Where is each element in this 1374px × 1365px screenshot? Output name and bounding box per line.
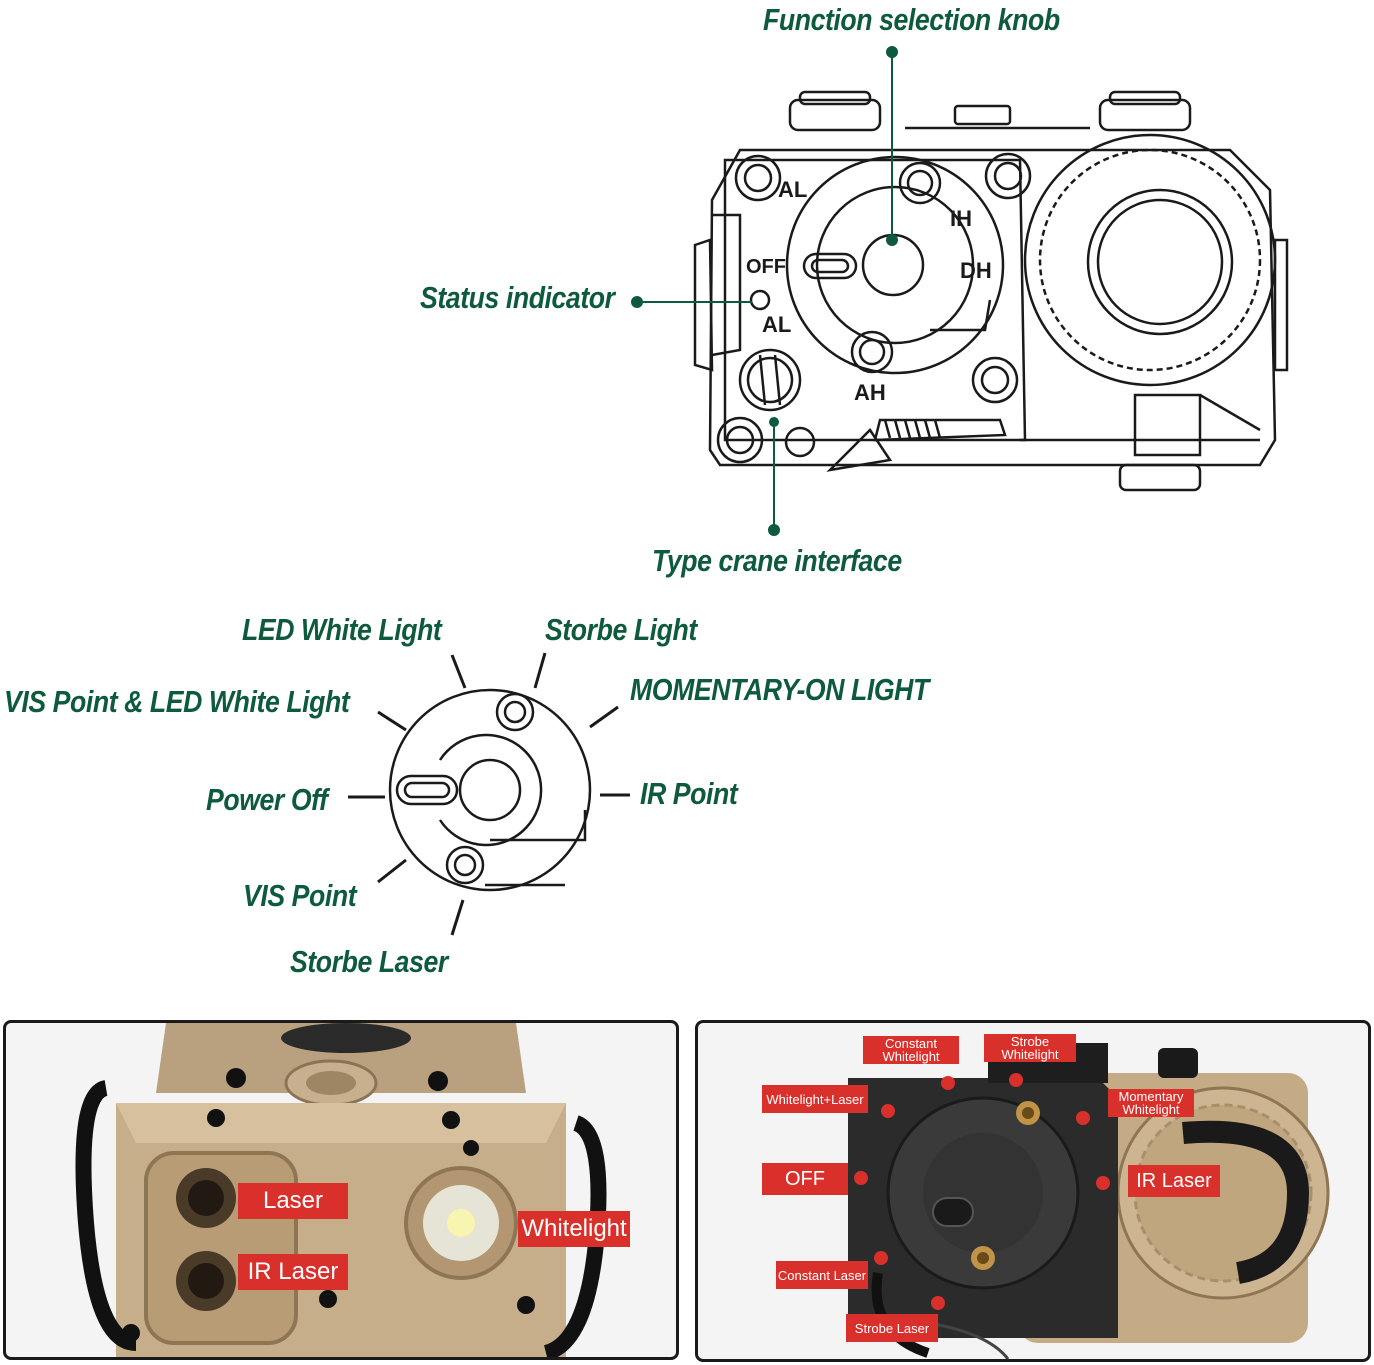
label-function-knob: Function selection knob xyxy=(763,2,1060,37)
label-led-white-light: LED White Light xyxy=(242,612,442,647)
tag-momentary-whitelight: Momentary Whitelight xyxy=(1108,1089,1194,1117)
tag-constant-whitelight: Constant Whitelight xyxy=(863,1036,959,1064)
tag-strobe-laser: Strobe Laser xyxy=(846,1314,938,1342)
label-momentary-on: MOMENTARY-ON LIGHT xyxy=(630,672,929,707)
device-line-drawing xyxy=(631,46,1289,536)
label-vis-led: VIS Point & LED White Light xyxy=(4,684,350,719)
knob-line-drawing xyxy=(348,652,630,936)
tag-ir-laser: IR Laser xyxy=(238,1254,348,1290)
tag-strobe-whitelight-line2: Whitelight xyxy=(1001,1047,1059,1062)
tag-whitelight-laser: Whitelight+Laser xyxy=(762,1085,868,1113)
device-front-illustration xyxy=(75,1023,607,1357)
tag-constant-whitelight-line1: Constant xyxy=(884,1036,938,1051)
photo-side-view: Constant Whitelight Strobe Whitelight Wh… xyxy=(695,1020,1371,1362)
tag-strobe-whitelight: Strobe Whitelight xyxy=(984,1034,1076,1062)
dial-mark-ih: IH xyxy=(950,206,972,231)
tag-whitelight: Whitelight xyxy=(518,1211,630,1247)
dial-mark-off: OFF xyxy=(746,256,786,278)
tag-off: OFF xyxy=(762,1163,848,1195)
dial-mark-al-top: AL xyxy=(778,177,808,202)
label-storbe-laser: Storbe Laser xyxy=(290,944,448,979)
tag-laser: Laser xyxy=(238,1183,348,1219)
tag-momentary-whitelight-line1: Momentary xyxy=(1118,1089,1184,1104)
label-type-crane: Type crane interface xyxy=(652,543,902,578)
label-vis-point: VIS Point xyxy=(243,878,357,913)
tag-momentary-whitelight-line2: Whitelight xyxy=(1122,1102,1180,1117)
photo-front-view: Laser IR Laser Whitelight xyxy=(3,1020,679,1360)
device-side-illustration xyxy=(848,1043,1330,1359)
dial-mark-ah: AH xyxy=(854,380,886,405)
label-power-off: Power Off xyxy=(206,782,328,817)
tag-constant-whitelight-line2: Whitelight xyxy=(882,1049,940,1064)
tag-strobe-whitelight-line1: Strobe xyxy=(1010,1034,1050,1049)
dial-mark-al-bottom: AL xyxy=(762,312,792,337)
label-ir-point: IR Point xyxy=(640,776,738,811)
label-status-indicator: Status indicator xyxy=(420,280,615,315)
tag-constant-laser: Constant Laser xyxy=(776,1261,868,1289)
tag-ir-laser-right: IR Laser xyxy=(1128,1165,1220,1197)
label-storbe-light: Storbe Light xyxy=(545,612,697,647)
dial-mark-dh: DH xyxy=(960,258,992,283)
